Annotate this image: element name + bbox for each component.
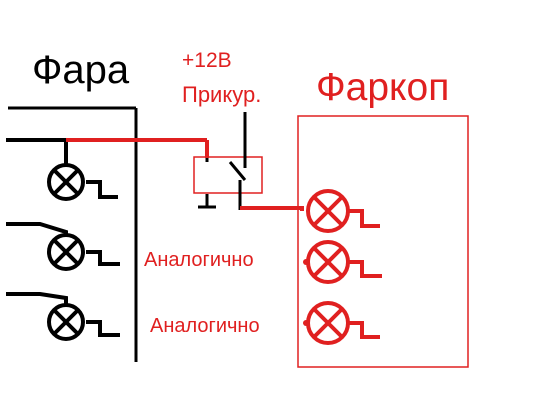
towbar-grounds <box>348 209 382 339</box>
towbar-lamp-3 <box>306 301 350 345</box>
red-output-wire <box>240 206 304 211</box>
headlight-box <box>8 106 138 362</box>
analog-label-1: Аналогично <box>144 249 254 271</box>
headlight-wiring <box>6 138 120 337</box>
headlight-label: Фара <box>32 48 130 92</box>
towbar-lamp-2 <box>306 240 350 284</box>
red-feed-wire <box>66 138 209 158</box>
headlight-lamp-3 <box>47 303 85 341</box>
towbar-lamp-1 <box>306 189 350 233</box>
analog-label-2: Аналогично <box>150 315 260 337</box>
supply-voltage-label: +12В <box>182 49 232 72</box>
towbar-label: Фаркоп <box>316 66 450 109</box>
analog-marker-1 <box>303 259 309 265</box>
supply-source-label: Прикур. <box>182 82 262 107</box>
headlight-lamp-1 <box>47 163 85 201</box>
relay-switch <box>198 112 247 210</box>
relay-box <box>193 156 263 194</box>
analog-marker-2 <box>303 320 309 326</box>
towbar-box <box>297 115 469 368</box>
headlight-lamp-2 <box>47 233 85 271</box>
